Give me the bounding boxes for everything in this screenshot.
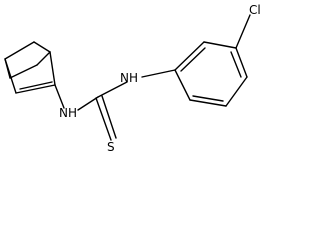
bond-c7-c4 bbox=[33, 41, 51, 53]
bond-c6-c5-double bbox=[19, 81, 53, 90]
chemical-structure: NH NH S Cl bbox=[4, 3, 261, 154]
bond-ar3-ar4-inner bbox=[230, 51, 242, 78]
bond-ar1-ar2-inner bbox=[180, 47, 206, 72]
bond-c5-c4 bbox=[49, 51, 56, 86]
atom-label-nh-lower: NH bbox=[59, 106, 77, 120]
bond-ar5-ar6-inner bbox=[192, 95, 224, 102]
bond-c-s bbox=[95, 97, 112, 141]
bond-c-s-double bbox=[101, 95, 117, 139]
bond-ar-cl bbox=[235, 14, 251, 49]
atom-label-sulfur: S bbox=[107, 140, 115, 154]
bond-ar5-ar6 bbox=[189, 99, 227, 107]
chlorophenyl-ring bbox=[141, 14, 251, 107]
bond-ar3-ar4 bbox=[235, 47, 248, 78]
atom-label-chlorine: Cl bbox=[249, 3, 261, 17]
bond-ar6-ar1 bbox=[174, 69, 191, 101]
bond-c6-c5 bbox=[15, 84, 56, 94]
bond-nh-lower-c bbox=[77, 96, 99, 111]
bond-c3-c4 bbox=[36, 51, 51, 66]
bond-nh-upper-ar bbox=[141, 69, 176, 78]
bond-c2-c3 bbox=[9, 64, 38, 79]
bond-ar1-ar2 bbox=[174, 41, 205, 71]
bond-ar4-ar5 bbox=[225, 76, 248, 107]
bond-c1-c6 bbox=[4, 58, 17, 94]
bond-c-nh-upper bbox=[97, 81, 128, 98]
norbornene-ring bbox=[4, 41, 56, 94]
bond-c1-c7 bbox=[4, 41, 35, 60]
thiourea-linker bbox=[54, 81, 128, 141]
atom-label-nh-upper: NH bbox=[120, 71, 138, 85]
bond-ar2-ar3 bbox=[203, 41, 237, 49]
bond-c5-nh-lower bbox=[54, 84, 65, 109]
